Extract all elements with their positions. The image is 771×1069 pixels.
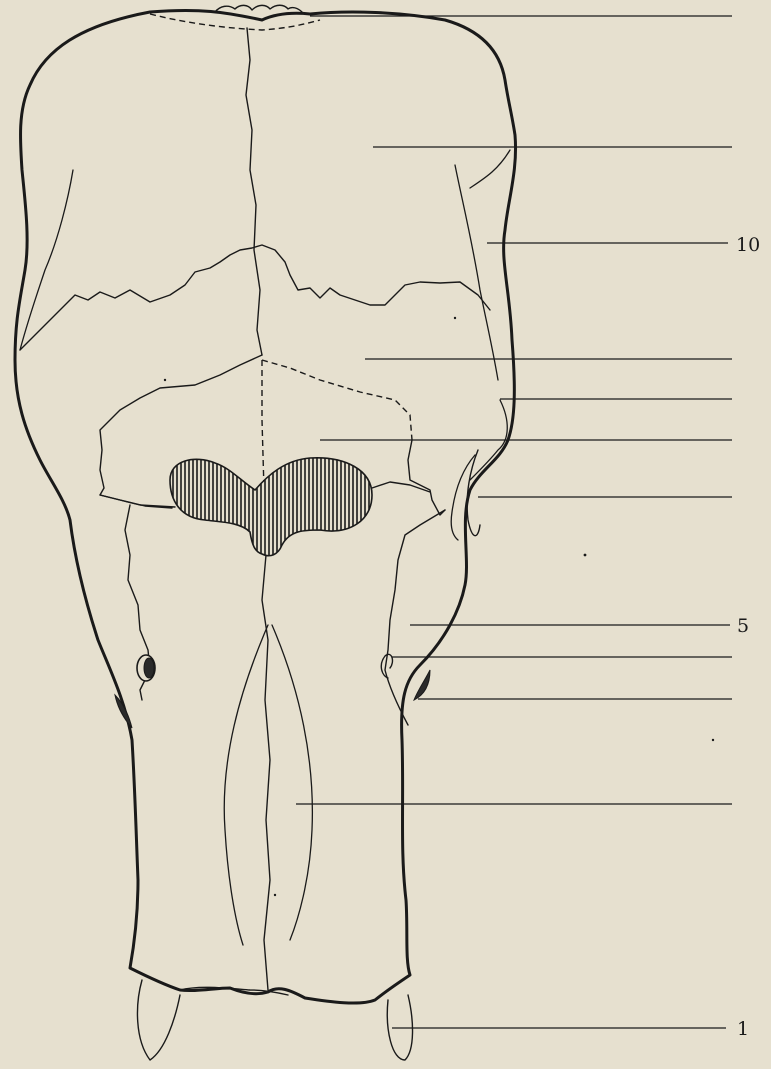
label-10: 10 xyxy=(736,234,760,256)
left-dark-notch xyxy=(115,695,132,728)
right-dark-notch xyxy=(414,670,430,700)
speck-5 xyxy=(274,894,276,896)
left-orbit-foramen-inner xyxy=(144,658,154,678)
central-plate-outline-right xyxy=(262,360,412,440)
label-1: 1 xyxy=(737,1018,749,1040)
nasal-bone-left xyxy=(224,625,268,945)
label-5: 5 xyxy=(737,615,749,637)
occipital-lower-suture xyxy=(372,482,430,492)
right-temporal-line xyxy=(455,165,498,380)
top-edge-crenellation xyxy=(215,5,302,12)
central-plate-right-suture xyxy=(408,440,445,515)
right-zygoma-suture xyxy=(385,510,445,725)
speck-4 xyxy=(712,739,714,741)
speck-3 xyxy=(584,554,587,557)
midline-dashed xyxy=(262,360,264,490)
nasal-midline xyxy=(262,555,270,990)
right-parietal-ridge xyxy=(470,150,510,188)
foramen-magnum xyxy=(170,458,372,556)
speck-2 xyxy=(164,379,166,381)
speck-1 xyxy=(454,317,456,319)
top-dashed-margin xyxy=(150,14,320,30)
left-incisor xyxy=(137,980,180,1060)
sagittal-suture xyxy=(246,28,262,355)
nasal-bone-right xyxy=(272,625,312,940)
